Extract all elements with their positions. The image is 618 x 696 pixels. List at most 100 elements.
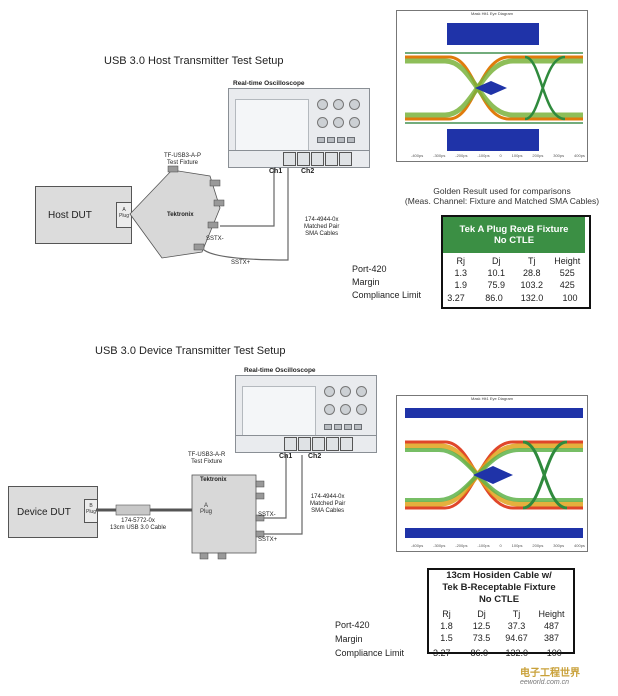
sma-connector-icon (255, 480, 265, 488)
row-label: Margin (335, 634, 363, 644)
scope-button-icon (324, 424, 332, 430)
table-cell: 132.0 (520, 293, 544, 303)
golden-side-labels: Port-420 Margin Compliance Limit (352, 263, 421, 302)
table-cell: 3.27 (432, 648, 451, 658)
table-cell: 103.2 (520, 280, 544, 290)
golden-table-frame (441, 215, 591, 309)
golden-caption-line1: Golden Result used for comparisons (433, 186, 571, 196)
device-fixture-plug-label: A Plug (200, 503, 213, 515)
channel-port-icon (284, 437, 297, 451)
device-scope-label: Real-time Oscilloscope (244, 367, 316, 374)
device-dut-plug: B Plug (84, 499, 98, 523)
watermark-logo: 电子工程世界 eeworld.com.cn (520, 664, 616, 694)
device-dut-label: Device DUT (17, 506, 71, 518)
host-cable-label: 174-4944-0x Matched Pair SMA Cables (304, 217, 340, 237)
row-label: Margin (352, 277, 380, 287)
golden-caption-line2: (Meas. Channel: Fixture and Matched SMA … (404, 196, 600, 207)
scope-button-icon (334, 424, 342, 430)
row-label: Port-420 (335, 620, 370, 630)
channel-port-icon (297, 152, 310, 166)
x-tick: -300ps (433, 543, 446, 548)
device-scope-screen (242, 386, 316, 438)
table-cell: 12.5 (472, 621, 491, 631)
sma-connector-icon (207, 221, 219, 229)
eye-diagram-top: Mask Hit1 Eye Diagram -400ps -300ps -200… (396, 10, 588, 162)
knob-icon (324, 404, 335, 415)
watermark-url: eeworld.com.cn (520, 679, 570, 686)
x-tick: -400ps (411, 543, 424, 548)
golden-caption: Golden Result used for comparisons (Meas… (386, 186, 618, 206)
knob-icon (340, 386, 351, 397)
eye-diagram-header: Mask Hit1 Eye Diagram (470, 11, 513, 16)
hosiden-limits: 3.27 86.0 132.0 100 (423, 648, 573, 658)
table-cell: 10.1 (487, 268, 506, 278)
host-plug-label: A Plug (118, 207, 129, 219)
hosiden-table-frame (427, 568, 575, 654)
scope-button-icon (354, 424, 362, 430)
device-usb-cable-label: 174-5772-0x 13cm USB 3.0 Cable (110, 518, 167, 531)
x-tick: 400ps (574, 153, 585, 158)
mask-center-diamond (473, 466, 513, 484)
channel-port-icon (340, 437, 353, 451)
hosiden-row-2: 1.5 73.5 94.67 387 (429, 633, 569, 643)
x-tick: 0 (499, 153, 502, 158)
golden-table-head: Tek A Plug RevB Fixture No CTLE (443, 217, 585, 253)
host-brand: Tektronix (167, 212, 194, 218)
knob-icon (333, 99, 344, 110)
x-tick: -200ps (455, 543, 468, 548)
column-header: Dj (477, 609, 486, 619)
row-label: Compliance Limit (352, 290, 422, 300)
hosiden-columns: Rj Dj Tj Height (429, 609, 569, 619)
column-header: Tj (528, 256, 536, 266)
hosiden-row-1: 1.8 12.5 37.3 487 (429, 621, 569, 631)
watermark-cn: 电子工程世界 (520, 668, 580, 679)
sma-connector-icon (209, 179, 221, 187)
scope-button-icon (344, 424, 352, 430)
x-tick: 200ps (532, 543, 544, 548)
table-cell: 425 (559, 280, 575, 290)
device-brand: Tektronix (200, 477, 227, 483)
scope-button-icon (317, 137, 325, 143)
mask-bottom-region (405, 528, 583, 538)
eye-diagram-bottom: Mask Hit1 Eye Diagram -400ps -300ps -200… (396, 395, 588, 552)
x-tick: 300ps (553, 543, 565, 548)
x-tick: 400ps (574, 543, 585, 548)
channel-port-icon (283, 152, 296, 166)
eye-traces (405, 52, 583, 124)
column-header: Rj (442, 609, 451, 619)
eye-traces (405, 440, 583, 510)
golden-row-2: 1.9 75.9 103.2 425 (443, 280, 585, 290)
knob-icon (317, 117, 328, 128)
eye-diagram-header: Mask Hit1 Eye Diagram (470, 396, 513, 401)
sma-connector-icon (199, 552, 209, 560)
column-header: Tj (512, 609, 521, 619)
knob-icon (356, 386, 367, 397)
device-sstx-plus: SSTX+ (258, 537, 278, 543)
usb-connector-icon (115, 504, 151, 516)
scope-button-icon (327, 137, 335, 143)
table-cell: 94.67 (505, 633, 528, 643)
sma-connector-icon (193, 243, 205, 251)
table-cell: 1.3 (454, 268, 467, 278)
table-cell: 1.8 (440, 621, 453, 631)
table-cell: 3.27 (447, 293, 465, 303)
device-fixture-board (191, 474, 257, 554)
knob-icon (349, 117, 360, 128)
table-cell: 1.5 (440, 633, 453, 643)
x-tick: 300ps (553, 153, 565, 158)
channel-port-icon (311, 152, 324, 166)
table-cell: 1.9 (454, 280, 467, 290)
host-scope-label: Real-time Oscilloscope (233, 80, 305, 87)
device-cable-label: 174-4944-0x Matched Pair SMA Cables (310, 494, 346, 514)
host-ch1-label: Ch1 (269, 168, 283, 175)
device-fixture-label: TF-USB3-A-R Test Fixture (188, 452, 226, 465)
sma-connector-icon (213, 199, 225, 207)
eye-bottom-x-axis: -400ps -300ps -200ps -100ps 0 100ps 200p… (411, 543, 585, 551)
x-tick: -400ps (411, 153, 424, 158)
golden-limits: 3.27 86.0 132.0 100 (437, 293, 589, 303)
x-tick: -300ps (433, 153, 446, 158)
host-sstx-plus: SSTX+ (231, 260, 251, 266)
table-cell: 75.9 (487, 280, 506, 290)
sma-cable-to-ch2 (264, 455, 303, 535)
channel-port-icon (326, 437, 339, 451)
